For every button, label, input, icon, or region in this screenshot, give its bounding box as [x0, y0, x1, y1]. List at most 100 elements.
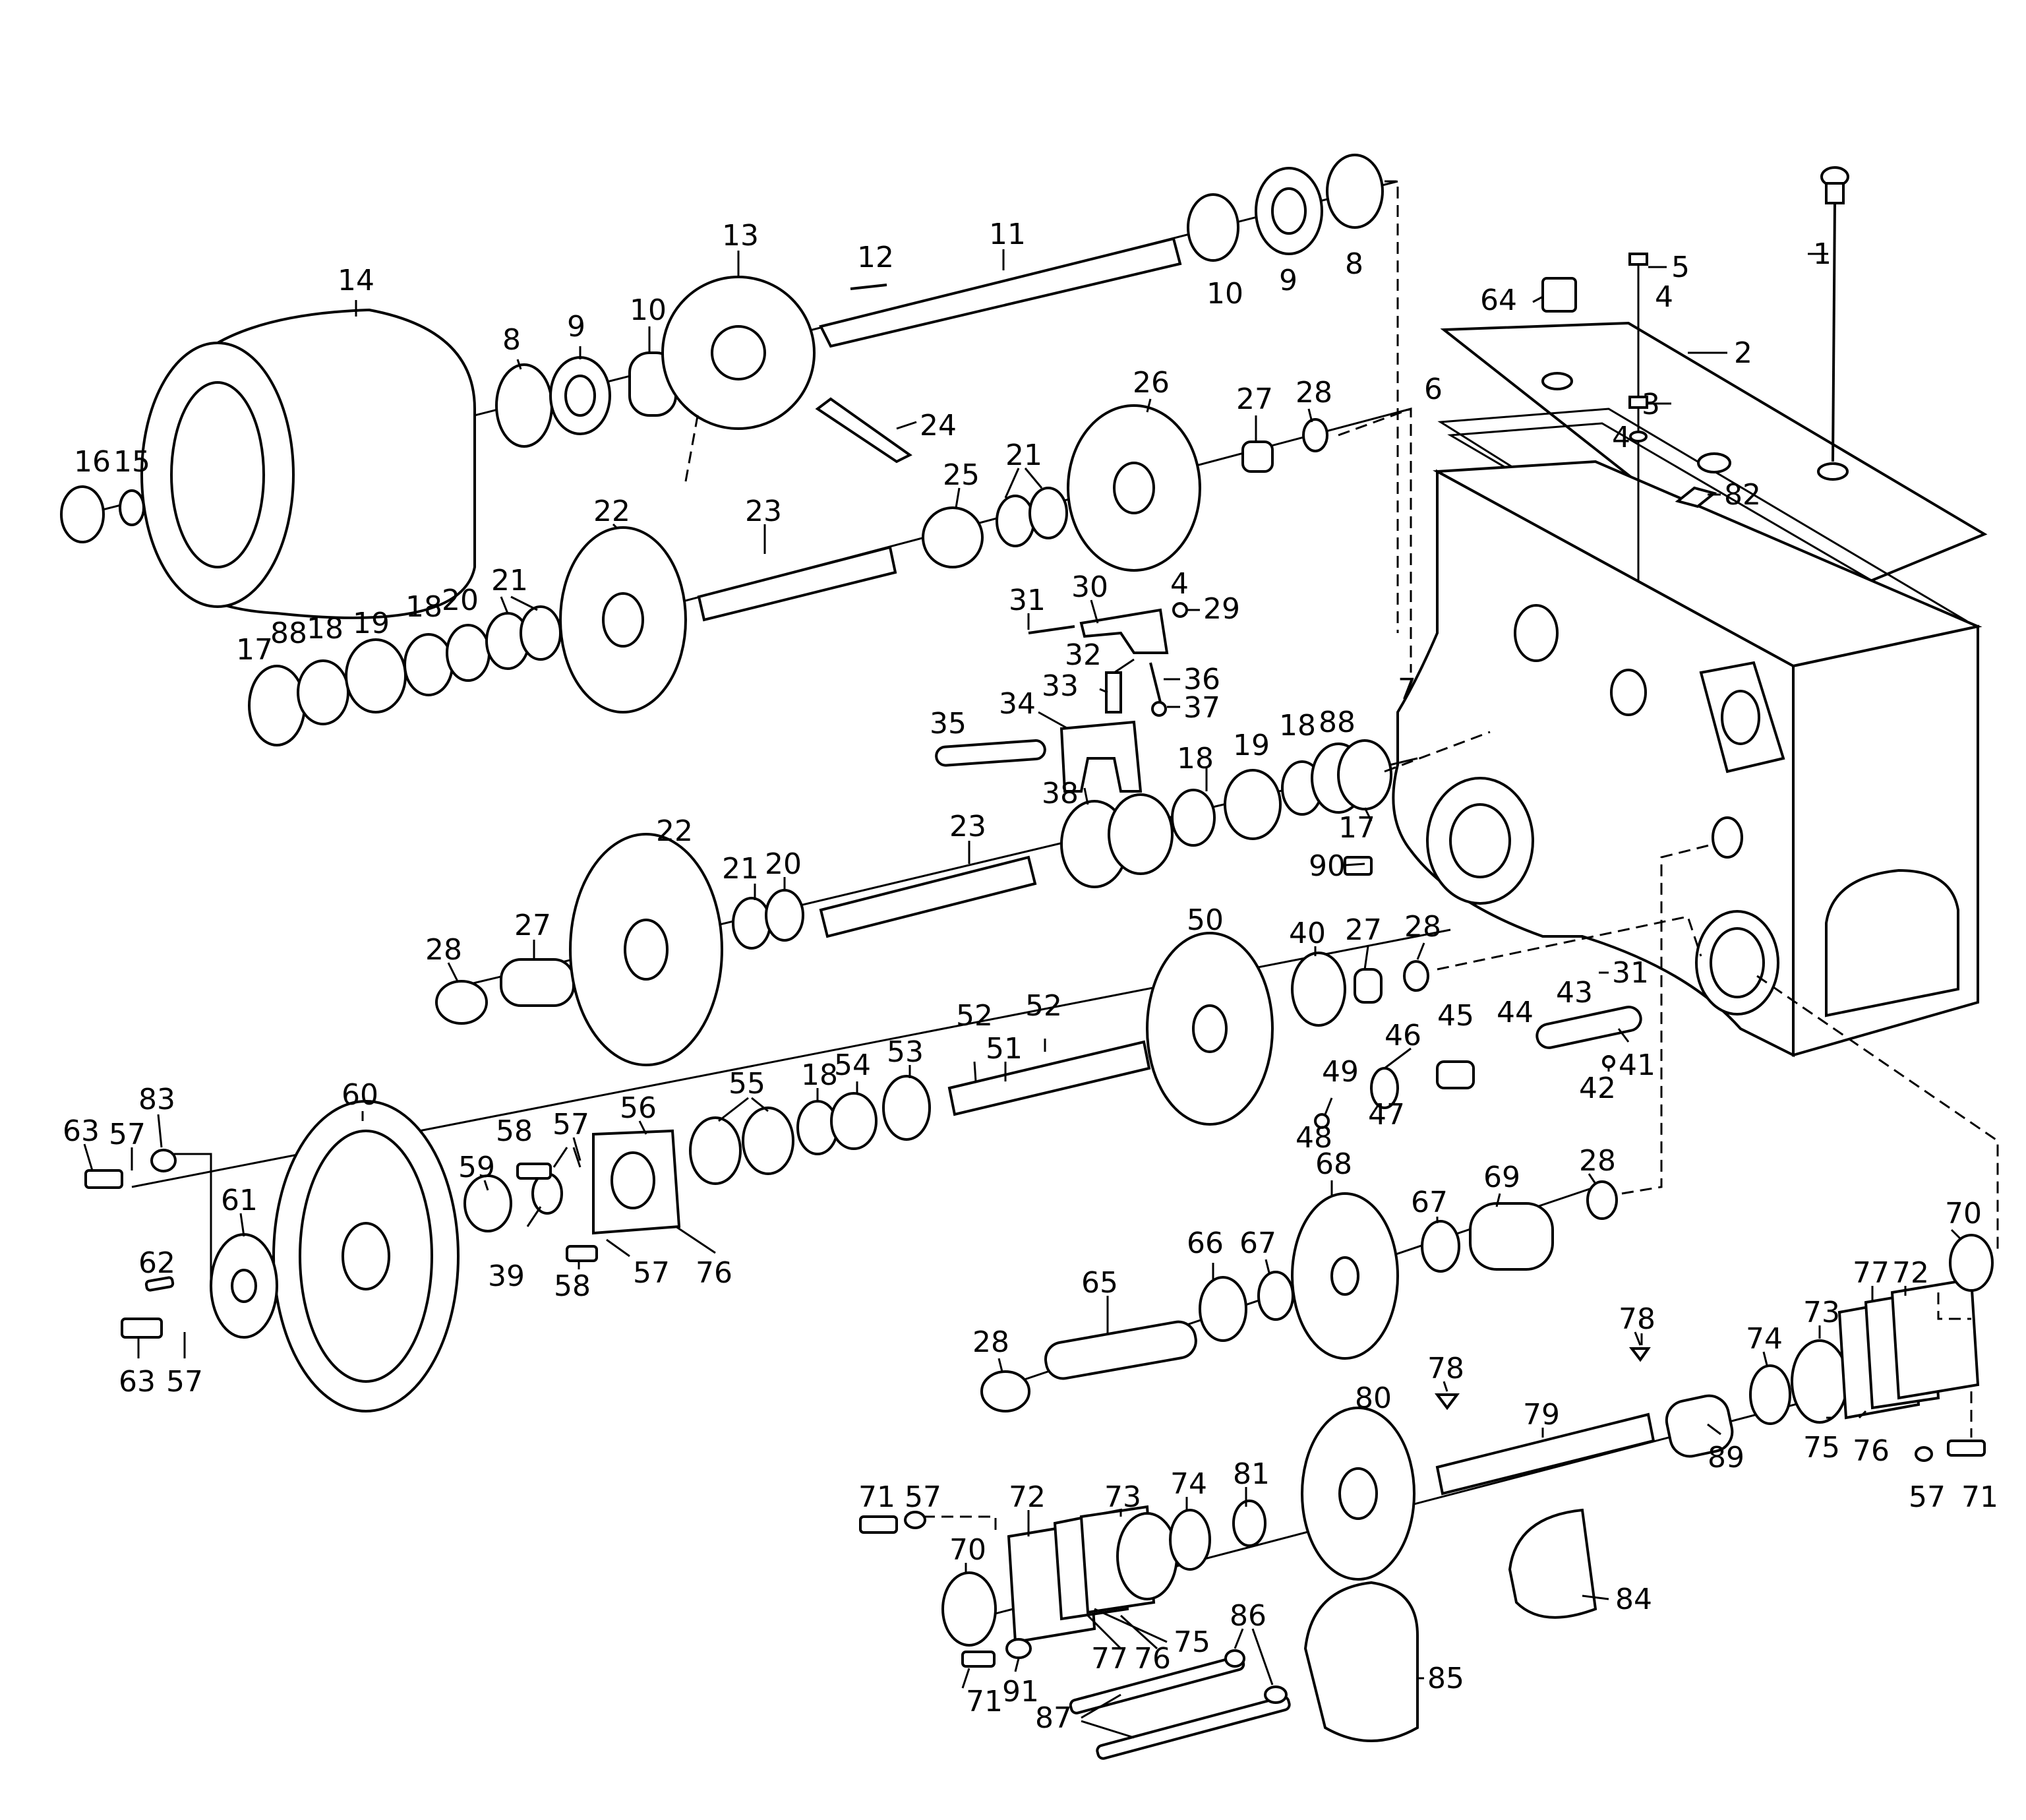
label-part-71-c: 71: [1961, 1480, 1998, 1514]
leader-25: [955, 487, 961, 508]
label-part-91: 91: [1002, 1675, 1039, 1709]
cap-28-left: [435, 980, 488, 1025]
label-part-72-right: 72: [1892, 1256, 1929, 1290]
pin-62: [144, 1276, 175, 1292]
label-part-18-d: 18: [1279, 709, 1316, 743]
snap-ring-81: [1232, 1500, 1266, 1547]
gear-68-hub: [1330, 1256, 1359, 1296]
label-part-9-left: 9: [567, 310, 585, 344]
label-part-4-mid: 4: [1612, 421, 1630, 454]
gear-22-lower-hub: [624, 919, 669, 981]
dash-sprocket: [684, 408, 700, 482]
leader-86-a: [1234, 1628, 1244, 1649]
flange-72-right: [1890, 1277, 1980, 1400]
shift-rail-35: [935, 739, 1046, 767]
spacer-right: [1187, 193, 1239, 262]
needle-bearing-27-upper: [1241, 440, 1274, 473]
inspection-cover: [1825, 868, 1959, 1017]
spacer-89: [1665, 1394, 1734, 1458]
cone-74-left: [1169, 1509, 1211, 1571]
gear-22-upper-hub: [602, 592, 644, 648]
label-part-42: 42: [1579, 1072, 1616, 1105]
label-part-57-b: 57: [166, 1365, 203, 1399]
label-part-34: 34: [999, 687, 1036, 721]
label-part-28-mid: 28: [1404, 910, 1441, 944]
leader-89: [1707, 1423, 1721, 1436]
label-part-73-left: 73: [1104, 1480, 1141, 1514]
label-part-20-upper: 20: [442, 584, 479, 617]
leader-17-right: [1363, 807, 1373, 822]
cap-28-right: [1586, 1180, 1618, 1220]
dash-fifth-shaft: [1621, 843, 1715, 1195]
leader-52-a: [973, 1061, 977, 1082]
label-part-53: 53: [887, 1035, 924, 1069]
label-part-88-left: 88: [270, 617, 307, 650]
spacer-66: [1199, 1276, 1247, 1342]
shaft-65: [1044, 1320, 1197, 1380]
label-part-85: 85: [1427, 1662, 1464, 1695]
label-part-5: 5: [1671, 251, 1690, 284]
leader-55-a: [718, 1097, 749, 1122]
cup-73-right: [1791, 1339, 1849, 1424]
label-part-74-right: 74: [1746, 1322, 1783, 1356]
label-part-22-lower: 22: [656, 814, 693, 848]
ball-37: [1151, 701, 1167, 717]
needle-bearing-67-right: [1421, 1220, 1460, 1273]
nut-48: [1314, 1113, 1330, 1129]
label-part-18-b: 18: [405, 590, 442, 624]
leader-59: [483, 1180, 489, 1191]
leader-22-upper: [612, 523, 618, 529]
label-part-21-upper: 21: [1005, 439, 1042, 472]
label-part-47: 47: [1368, 1098, 1405, 1132]
label-part-62: 62: [138, 1246, 175, 1280]
dash-flange-right: [1937, 1292, 1971, 1320]
label-part-21-lower: 21: [722, 852, 759, 886]
label-part-50: 50: [1187, 903, 1224, 937]
line-washer-83: [171, 1153, 212, 1286]
snap-ring-88-left: [297, 659, 349, 725]
leader-21-c: [500, 596, 509, 614]
needle-bearing-27-mid: [1354, 968, 1383, 1004]
label-part-71-b: 71: [966, 1685, 1003, 1718]
label-part-18-c: 18: [1177, 742, 1214, 775]
shift-fork-34: [1059, 720, 1143, 793]
label-part-19-left: 19: [353, 607, 390, 640]
washer-91: [1005, 1638, 1032, 1659]
label-part-4-top: 4: [1655, 280, 1673, 314]
roller-chain: [815, 397, 912, 464]
leader-21-b: [1024, 468, 1043, 489]
dipstick: [1817, 166, 1849, 481]
label-part-32: 32: [1065, 638, 1102, 672]
ball-29: [1172, 602, 1188, 618]
label-part-28-left: 28: [425, 933, 462, 967]
leader-34: [1038, 711, 1069, 730]
bearing-left-inner: [564, 375, 596, 417]
label-part-20-lower: 20: [765, 847, 802, 881]
spring-45: [1436, 1060, 1475, 1089]
label-part-78-right: 78: [1619, 1302, 1655, 1336]
label-part-28-lower: 28: [972, 1325, 1009, 1359]
dash-top-shaft: [1385, 180, 1399, 633]
shift-fork-group: [935, 602, 1188, 793]
label-part-15: 15: [113, 445, 150, 479]
leader-77-left: [1087, 1614, 1122, 1650]
leader-78-left: [1443, 1381, 1448, 1392]
label-part-63-lower: 63: [119, 1365, 156, 1399]
label-part-60: 60: [342, 1078, 378, 1112]
spacer-21-left-b: [520, 605, 562, 661]
seal-17-left: [248, 665, 306, 746]
label-part-59: 59: [458, 1151, 495, 1184]
bolt-63-lower: [121, 1318, 163, 1339]
label-part-86: 86: [1230, 1599, 1266, 1633]
label-part-82: 82: [1724, 478, 1761, 512]
cap-28-mid: [1403, 960, 1429, 992]
label-part-84: 84: [1615, 1583, 1652, 1616]
label-part-45: 45: [1437, 999, 1474, 1033]
leader-lines: [83, 249, 1963, 1739]
leader-57-lower: [606, 1238, 630, 1258]
sprocket-hub: [711, 325, 766, 380]
assembly-dashed-lines: [171, 180, 1999, 1530]
gear-cluster-38-b: [1108, 793, 1174, 875]
top-shaft: [819, 237, 1182, 348]
